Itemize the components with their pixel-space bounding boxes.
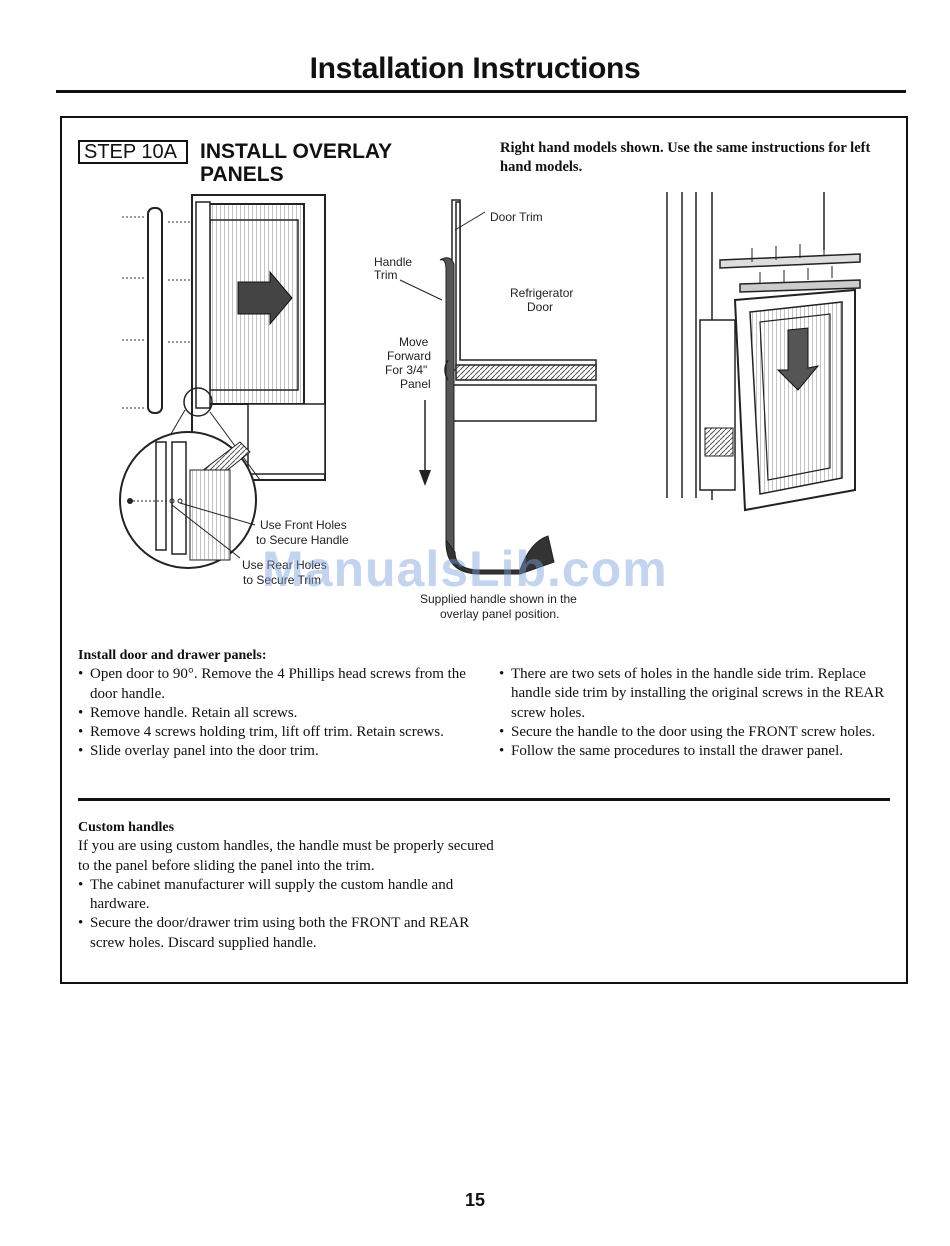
custom-heading: Custom handles: [78, 820, 175, 835]
custom-list: The cabinet manufacturer will supply the…: [78, 876, 498, 953]
custom-handles-section: Custom handles If you are using custom h…: [78, 818, 498, 953]
list-item: The cabinet manufacturer will supply the…: [78, 876, 498, 915]
supplied-handle-label-2: overlay panel position.: [440, 607, 559, 621]
install-heading: Install door and drawer panels:: [78, 648, 267, 663]
zoom-detail-circle: [119, 431, 257, 569]
list-item: Remove 4 screws holding trim, lift off t…: [78, 723, 488, 743]
front-holes-label-1: Use Front Holes: [260, 518, 347, 532]
move-label: Move: [399, 335, 429, 349]
drawer-illustration: [666, 192, 861, 512]
instruction-frame: [60, 116, 908, 984]
list-item: Follow the same procedures to install th…: [499, 742, 899, 762]
install-right-list: There are two sets of holes in the handl…: [499, 665, 899, 762]
handle-label: Handle: [374, 255, 412, 269]
rear-holes-label-1: Use Rear Holes: [242, 558, 327, 572]
front-holes-label-2: to Secure Handle: [256, 533, 349, 547]
header-rule: [56, 90, 906, 93]
step-number-box: STEP 10A: [78, 140, 188, 164]
refrigerator-label: Refrigerator: [510, 286, 573, 300]
watermark: ManualsLib.com: [262, 541, 668, 597]
panel-label: Panel: [400, 377, 431, 391]
install-left-column: Install door and drawer panels: Open doo…: [78, 646, 488, 762]
installation-figure: Use Front Holes to Secure Handle Use Rea…: [119, 192, 861, 621]
door-label: Door: [527, 300, 553, 314]
section-divider: [78, 798, 890, 801]
list-item: Secure the door/drawer trim using both t…: [78, 914, 498, 953]
custom-intro: If you are using custom handles, the han…: [78, 838, 494, 874]
cross-section-illustration: [399, 199, 597, 575]
trim-label: Trim: [374, 268, 398, 282]
page-number: 15: [464, 1190, 486, 1210]
list-item: Remove handle. Retain all screws.: [78, 704, 488, 724]
door-trim-label: Door Trim: [490, 210, 543, 224]
page-title: Installation Instructions: [309, 52, 641, 85]
forward-label: Forward: [387, 349, 431, 363]
list-item: Open door to 90°. Remove the 4 Phillips …: [78, 665, 488, 704]
step-title-line1: INSTALL OVERLAY: [200, 140, 393, 163]
supplied-handle-label-1: Supplied handle shown in the: [420, 592, 577, 606]
list-item: Slide overlay panel into the door trim.: [78, 742, 488, 762]
rear-holes-label-2: to Secure Trim: [243, 573, 321, 587]
step-title-line2: PANELS: [200, 163, 284, 186]
for-34-label: For 3/4": [385, 363, 427, 377]
door-handle-illustration: [122, 194, 326, 481]
install-left-list: Open door to 90°. Remove the 4 Phillips …: [78, 665, 488, 762]
list-item: Secure the handle to the door using the …: [499, 723, 899, 743]
step-title: INSTALL OVERLAY PANELS: [200, 140, 460, 186]
install-right-column: There are two sets of holes in the handl…: [499, 665, 899, 762]
list-item: There are two sets of holes in the handl…: [499, 665, 899, 723]
model-note: Right hand models shown. Use the same in…: [500, 140, 871, 175]
